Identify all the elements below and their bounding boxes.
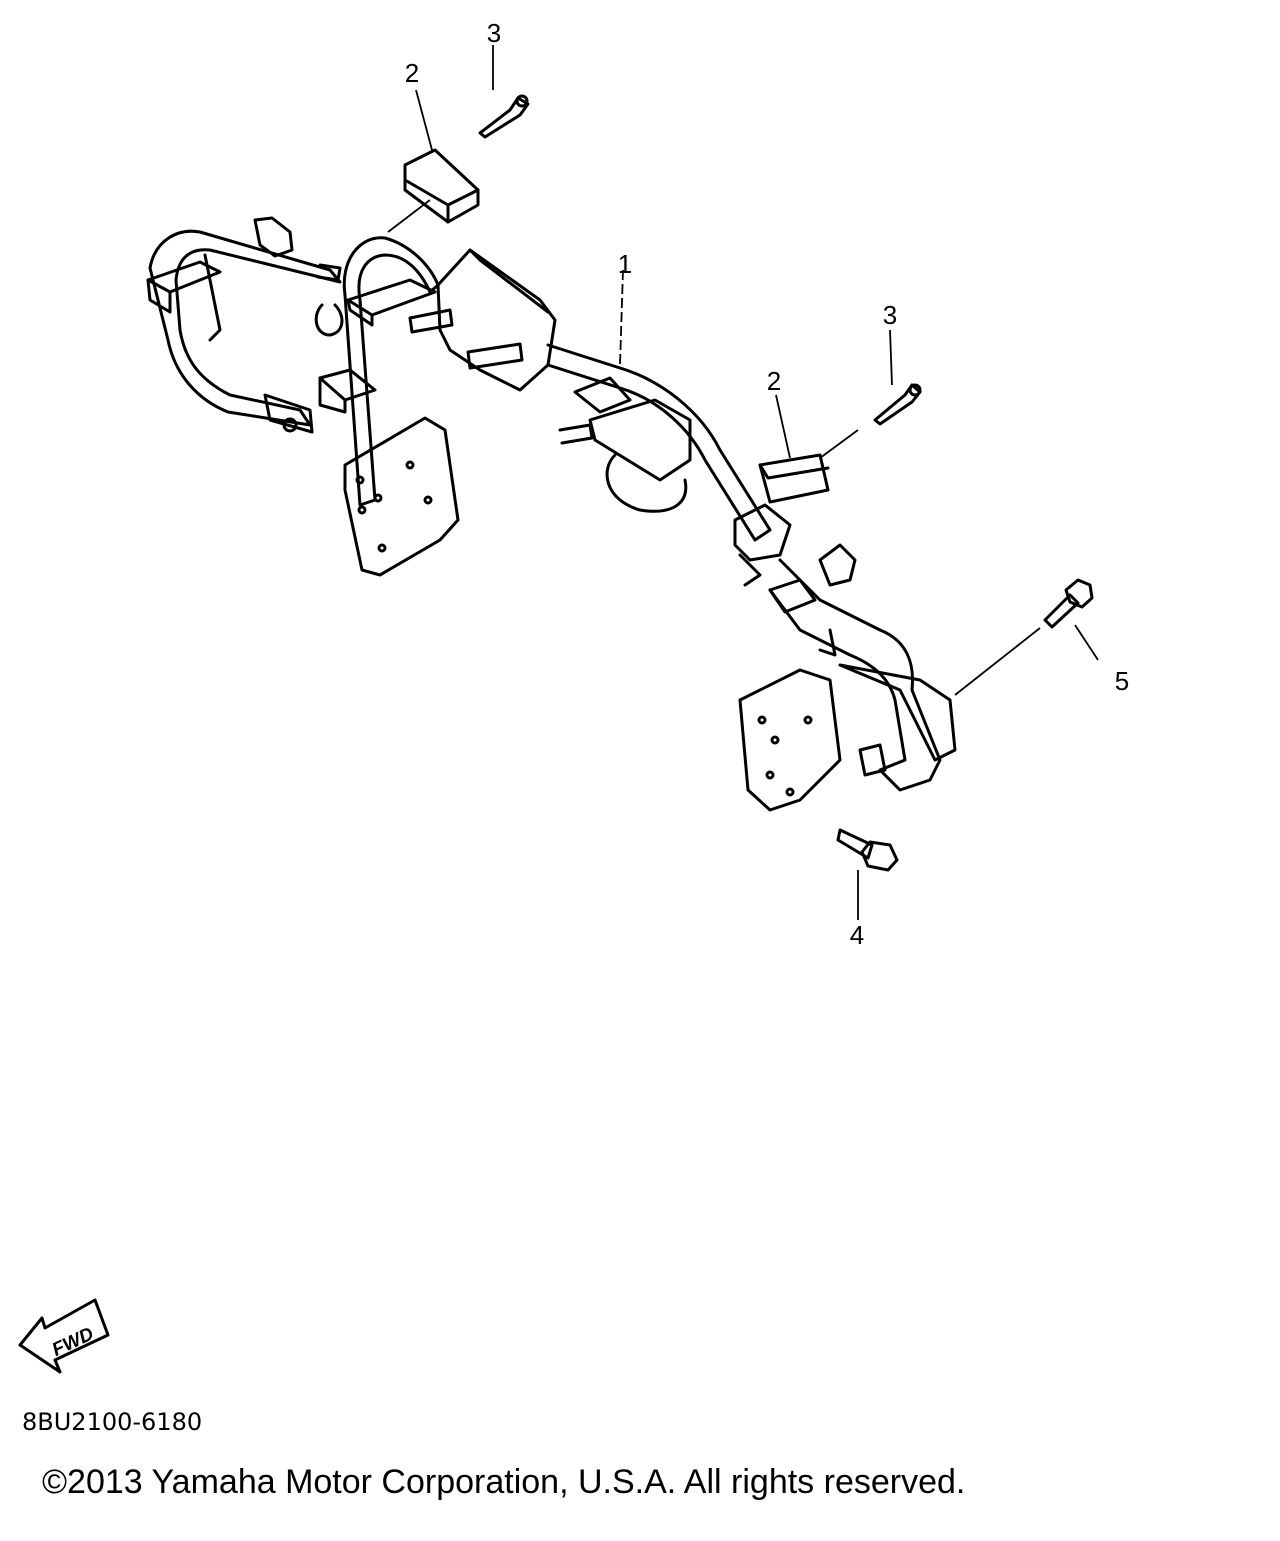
copyright-notice: ©2013 Yamaha Motor Corporation, U.S.A. A… <box>42 1463 966 1501</box>
rubber-damper-upper <box>403 148 480 224</box>
rivet-upper <box>478 94 530 139</box>
callout-4: 4 <box>850 920 864 950</box>
bolt-5 <box>1043 578 1094 629</box>
fwd-label: FWD <box>49 1323 97 1360</box>
callout-3-lower: 3 <box>883 300 897 330</box>
part-code: 8BU2100-6180 <box>22 1408 202 1436</box>
frame-assembly <box>146 216 957 812</box>
callout-5: 5 <box>1115 666 1129 696</box>
fwd-arrow-icon <box>18 1298 110 1374</box>
callout-2-upper: 2 <box>405 58 419 88</box>
bolt-4 <box>836 828 899 872</box>
callout-2-lower: 2 <box>767 366 781 396</box>
callout-1: 1 <box>618 249 632 279</box>
rivet-lower <box>873 383 922 426</box>
callouts: 3 2 1 3 2 5 4 <box>405 18 1129 950</box>
rubber-damper-lower <box>758 453 830 504</box>
leader-lines <box>387 45 1099 920</box>
callout-3-upper: 3 <box>487 18 501 48</box>
